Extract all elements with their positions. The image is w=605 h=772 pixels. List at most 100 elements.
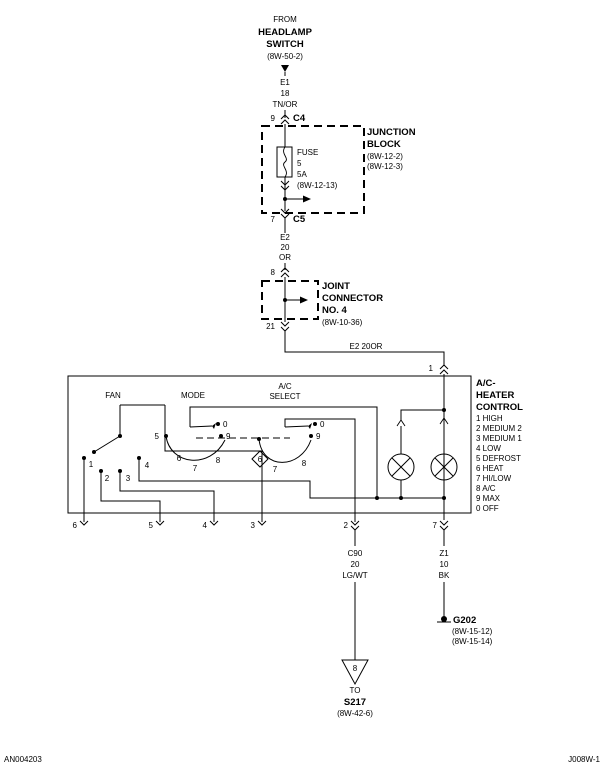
jc-name-line3: NO. 4 xyxy=(322,305,348,316)
jb-ref2: (8W-12-3) xyxy=(367,162,403,171)
jb-pin-in: 9 xyxy=(271,114,276,123)
mode-feed-wire xyxy=(189,406,378,498)
fan-wire-4 xyxy=(138,458,377,499)
fan-switch-blade[interactable] xyxy=(93,435,121,453)
wire-z1-circuit: Z1 xyxy=(439,549,449,558)
control-outline xyxy=(67,375,472,514)
splice-dot xyxy=(442,408,446,412)
wire-c90-gauge: 20 xyxy=(351,560,360,569)
fuse-rating: 5A xyxy=(297,170,307,179)
ac-selector-arc xyxy=(258,438,312,463)
legend-item: 2 MEDIUM 2 xyxy=(476,424,522,433)
junction-block-outline xyxy=(261,125,365,214)
wire-e2-inline-label: E2 20OR xyxy=(350,342,383,351)
jb-conn-out: C5 xyxy=(293,214,306,225)
ground-name: G202 xyxy=(453,615,476,626)
source-name-line2: SWITCH xyxy=(266,39,304,50)
fan-position: 1 xyxy=(89,460,94,469)
lamp-icon xyxy=(430,453,458,481)
connector-arrow-icon xyxy=(281,65,289,72)
fan-position: 2 xyxy=(105,474,110,483)
wire-e1-color: TN/OR xyxy=(273,100,298,109)
splice-to: TO xyxy=(350,686,361,695)
legend-item: 6 HEAT xyxy=(476,464,504,473)
lamp-feed xyxy=(400,409,444,420)
jc-name-line2: CONNECTOR xyxy=(322,293,383,304)
wire-e1-circuit: E1 xyxy=(280,78,290,87)
pin-label: 7 xyxy=(433,521,438,530)
wire-e2-color: OR xyxy=(279,253,291,262)
pin-label: 5 xyxy=(149,521,154,530)
jc-pin-in: 8 xyxy=(271,268,276,277)
mode-arrow-icon xyxy=(212,423,216,429)
pin-label: 4 xyxy=(203,521,208,530)
pin-label: 6 xyxy=(73,521,78,530)
fuse-element-icon xyxy=(283,146,287,178)
control-bottom-pins: 6 5 4 3 2 7 xyxy=(73,520,449,531)
fuse-ref: (8W-12-13) xyxy=(297,181,338,190)
fan-contact xyxy=(92,450,96,454)
ac-diode-icon xyxy=(251,450,269,468)
branch-arrow-icon xyxy=(300,296,308,304)
fan-wire-2 xyxy=(100,471,161,522)
ac-position: 9 xyxy=(316,432,321,441)
mode-position: 0 xyxy=(223,420,228,429)
footer-right: J008W-1 xyxy=(568,755,600,764)
ground-ref2: (8W-15-14) xyxy=(452,637,493,646)
source-from: FROM xyxy=(273,15,297,24)
mode-label: MODE xyxy=(181,391,205,400)
jc-name-line1: JOINT xyxy=(322,281,350,292)
fuse-number: 5 xyxy=(297,159,302,168)
ac-select-label-2: SELECT xyxy=(269,392,300,401)
legend-item: 8 A/C xyxy=(476,484,496,493)
wire-e2-circuit: E2 xyxy=(280,233,290,242)
lamp-cross xyxy=(391,457,411,477)
lamp-lead xyxy=(439,417,449,425)
fan-wire-3 xyxy=(119,471,215,522)
ac-position: 0 xyxy=(320,420,325,429)
source-name-line1: HEADLAMP xyxy=(258,27,312,38)
legend-item: 5 DEFROST xyxy=(476,454,521,463)
jc-pin-out: 21 xyxy=(266,322,275,331)
jc-out-connector-icon xyxy=(280,321,290,332)
wire-to-control xyxy=(284,331,445,366)
source-ref: (8W-50-2) xyxy=(267,52,303,61)
splice-triangle-icon xyxy=(341,659,369,686)
mode-contact xyxy=(219,434,223,438)
branch-arrow-icon xyxy=(303,195,311,203)
mode-position: 7 xyxy=(193,464,198,473)
mode-switch-blade[interactable] xyxy=(189,425,213,428)
connector-c4-icon xyxy=(280,114,290,125)
legend-item: 9 MAX xyxy=(476,494,501,503)
jb-ref1: (8W-12-2) xyxy=(367,152,403,161)
control-name-line2: HEATER xyxy=(476,390,514,401)
splice-ref: (8W-42-6) xyxy=(337,709,373,718)
jb-conn-in: C4 xyxy=(293,113,306,124)
fan-feed-wire xyxy=(164,405,263,522)
legend-item: 0 OFF xyxy=(476,504,499,513)
pin-connector-icon xyxy=(79,520,89,526)
jb-name-line1: JUNCTION xyxy=(367,127,416,138)
mode-contact xyxy=(216,422,220,426)
fan-label: FAN xyxy=(105,391,121,400)
wire-z1-gauge: 10 xyxy=(440,560,449,569)
lamp-lead xyxy=(396,419,406,427)
ac-switch-blade[interactable] xyxy=(284,425,309,428)
jb-pin-out: 7 xyxy=(271,215,276,224)
pin-connector-icon xyxy=(439,520,449,531)
ac-output-wire xyxy=(284,418,356,522)
jc-ref: (8W-10-36) xyxy=(322,318,363,327)
ac-contact xyxy=(309,434,313,438)
wire-z1-color: BK xyxy=(439,571,450,580)
control-legend: 1 HIGH 2 MEDIUM 2 3 MEDIUM 1 4 LOW 5 DEF… xyxy=(476,414,522,513)
mode-selector-arc xyxy=(165,435,226,461)
pin-label: 2 xyxy=(344,521,349,530)
ac-select-label-1: A/C xyxy=(278,382,292,391)
mode-position: 8 xyxy=(216,456,221,465)
control-name-line3: CONTROL xyxy=(476,402,523,413)
pin-connector-icon xyxy=(155,520,165,526)
splice-pin: 8 xyxy=(353,664,358,673)
ground-icon xyxy=(441,616,447,622)
pin-connector-icon xyxy=(257,520,267,526)
